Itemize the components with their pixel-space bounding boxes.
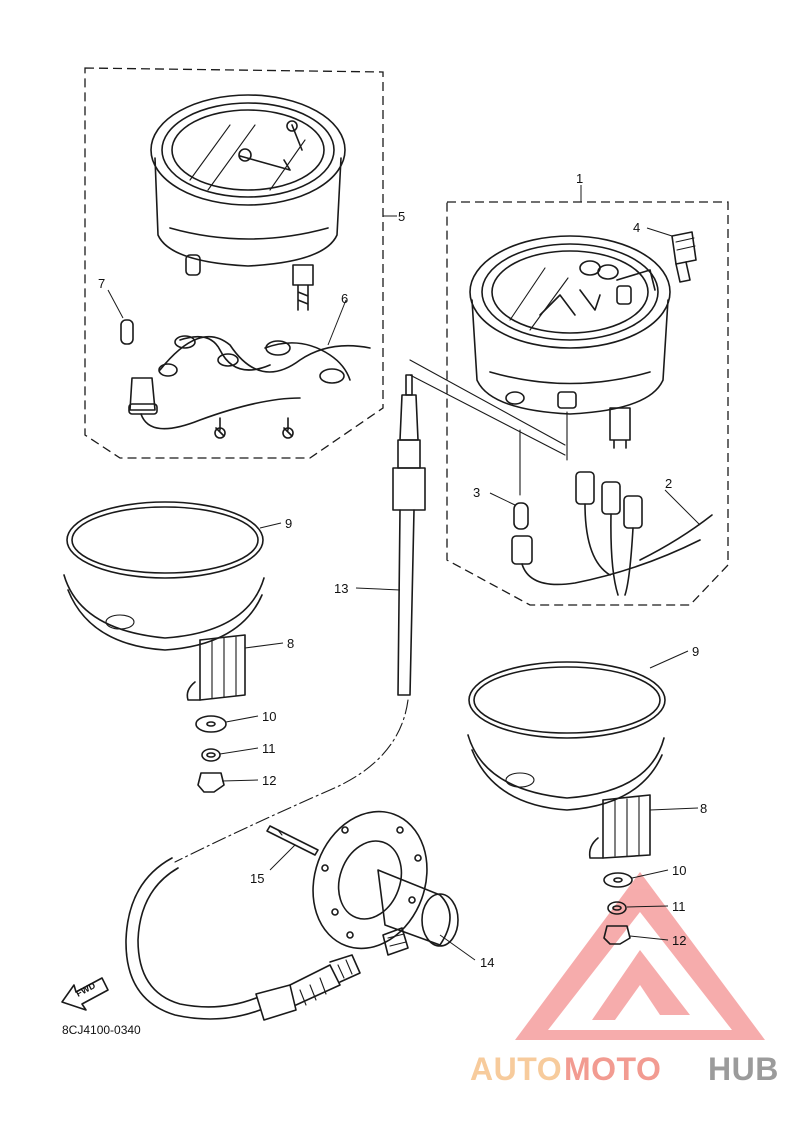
speedometer-cable-lower (125, 857, 361, 1021)
speedometer-cable-13 (392, 374, 426, 696)
knob-4 (671, 231, 697, 283)
gauge-upper-left (150, 94, 346, 311)
callout-10-left: 10 (262, 709, 276, 724)
callout-7: 7 (98, 276, 105, 291)
callout-8-right: 8 (700, 801, 707, 816)
watermark-moto: MOTO (564, 1051, 661, 1087)
assembly-5-outline (84, 67, 384, 459)
callout-13: 13 (334, 581, 348, 596)
nut-12-right (603, 925, 631, 945)
callout-9-left: 9 (285, 516, 292, 531)
callout-14: 14 (480, 955, 494, 970)
watermark-hub: HUB (708, 1051, 779, 1087)
callout-labels: 1 2 3 4 5 6 7 8 8 9 9 10 10 11 11 12 12 … (98, 171, 707, 970)
callout-2: 2 (665, 476, 672, 491)
callout-11-left: 11 (262, 741, 276, 756)
callout-8-left: 8 (287, 636, 294, 651)
callout-10-right: 10 (672, 863, 686, 878)
watermark-auto: AUTO (470, 1051, 562, 1087)
washer-10-right (603, 872, 633, 888)
pin-15 (266, 825, 319, 856)
leader-lines (107, 185, 701, 961)
bulb-3 (511, 502, 701, 586)
callout-3: 3 (473, 485, 480, 500)
nut-12-left (197, 772, 225, 793)
cable-routing-line (174, 699, 409, 863)
callout-4: 4 (633, 220, 640, 235)
callout-1: 1 (576, 171, 583, 186)
callout-5: 5 (398, 209, 405, 224)
washer-11-left (201, 748, 221, 762)
bulb-7 (120, 319, 301, 430)
wire-harness-2 (575, 471, 713, 596)
wire-harness-6 (158, 335, 371, 439)
gauge-right (469, 235, 671, 449)
figure-code: 8CJ4100-0340 (62, 1023, 141, 1037)
bracket-8-right (467, 661, 666, 859)
callout-12-left: 12 (262, 773, 276, 788)
callout-6: 6 (341, 291, 348, 306)
callout-11-right: 11 (672, 899, 686, 914)
fwd-arrow-icon: FWD (61, 977, 109, 1011)
callout-12-right: 12 (672, 933, 686, 948)
assembly-1-outline (446, 201, 729, 606)
bracket-8-left (63, 501, 265, 701)
connector-lines (409, 359, 568, 496)
washer-10-left (195, 715, 227, 733)
watermark-logo (515, 872, 765, 1040)
speedometer-gear-14 (312, 810, 459, 956)
callout-9-right: 9 (692, 644, 699, 659)
watermark-wordmark: AUTO MOTO HUB (470, 1051, 779, 1087)
callout-15: 15 (250, 871, 264, 886)
washer-11-right (607, 901, 627, 915)
